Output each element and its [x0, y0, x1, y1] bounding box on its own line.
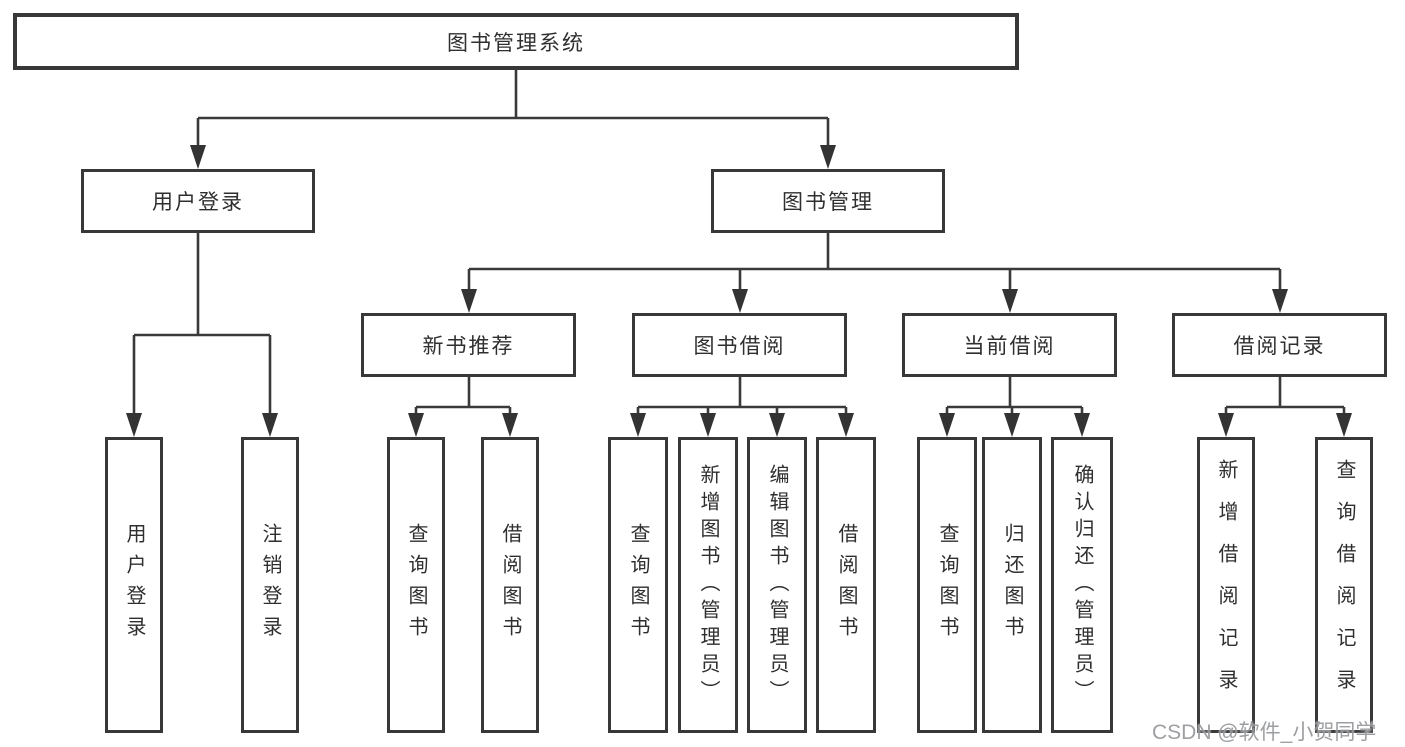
leaf-label: 新增图书（管理员）	[697, 463, 719, 707]
node-book-management: 图书管理	[711, 169, 945, 233]
leaf-add-borrow-record: 新增借阅记录	[1197, 437, 1255, 733]
leaf-label: 借阅图书	[835, 523, 857, 647]
node-user-login-label: 用户登录	[152, 191, 244, 214]
leaf-label: 确认归还（管理员）	[1071, 463, 1093, 707]
node-new-book-recommend: 新书推荐	[361, 313, 576, 377]
leaf-label: 借阅图书	[499, 523, 521, 647]
node-root-label: 图书管理系统	[447, 31, 585, 55]
node-new-book-recommend-label: 新书推荐	[422, 335, 515, 358]
node-book-borrowing-label: 图书借阅	[693, 335, 786, 358]
leaf-logout: 注销登录	[241, 437, 299, 733]
csdn-watermark: CSDN @软件_小贺同学	[1152, 721, 1377, 744]
leaf-label: 查询图书	[405, 523, 427, 647]
node-current-borrowing: 当前借阅	[902, 313, 1117, 377]
node-borrowing-records: 借阅记录	[1172, 313, 1387, 377]
elbow-connectors	[132, 70, 1346, 418]
node-book-borrowing: 图书借阅	[632, 313, 847, 377]
leaf-label: 注销登录	[259, 523, 281, 647]
leaf-borrow-books-recommend: 借阅图书	[481, 437, 539, 733]
leaf-label: 查询图书	[627, 523, 649, 647]
leaf-query-books-recommend: 查询图书	[387, 437, 445, 733]
leaf-borrow-books: 借阅图书	[816, 437, 876, 733]
leaf-query-books-current: 查询图书	[917, 437, 977, 733]
leaf-add-books-admin: 新增图书（管理员）	[678, 437, 738, 733]
leaf-label: 用户登录	[123, 523, 145, 647]
leaf-label: 归还图书	[1001, 523, 1023, 647]
node-book-management-label: 图书管理	[782, 191, 874, 214]
node-borrowing-records-label: 借阅记录	[1233, 335, 1326, 358]
leaf-label: 新增借阅记录	[1215, 459, 1237, 711]
node-root: 图书管理系统	[13, 13, 1019, 70]
leaf-label: 查询借阅记录	[1333, 459, 1355, 711]
arrowheads	[126, 145, 1352, 437]
node-user-login: 用户登录	[81, 169, 315, 233]
node-current-borrowing-label: 当前借阅	[963, 335, 1056, 358]
leaf-query-borrow-record: 查询借阅记录	[1315, 437, 1373, 733]
leaf-label: 查询图书	[936, 523, 958, 647]
leaf-return-books: 归还图书	[982, 437, 1042, 733]
leaf-confirm-return-admin: 确认归还（管理员）	[1051, 437, 1113, 733]
leaf-query-books-borrowing: 查询图书	[608, 437, 668, 733]
leaf-label: 编辑图书（管理员）	[766, 463, 788, 707]
leaf-edit-books-admin: 编辑图书（管理员）	[747, 437, 807, 733]
leaf-user-login: 用户登录	[105, 437, 163, 733]
